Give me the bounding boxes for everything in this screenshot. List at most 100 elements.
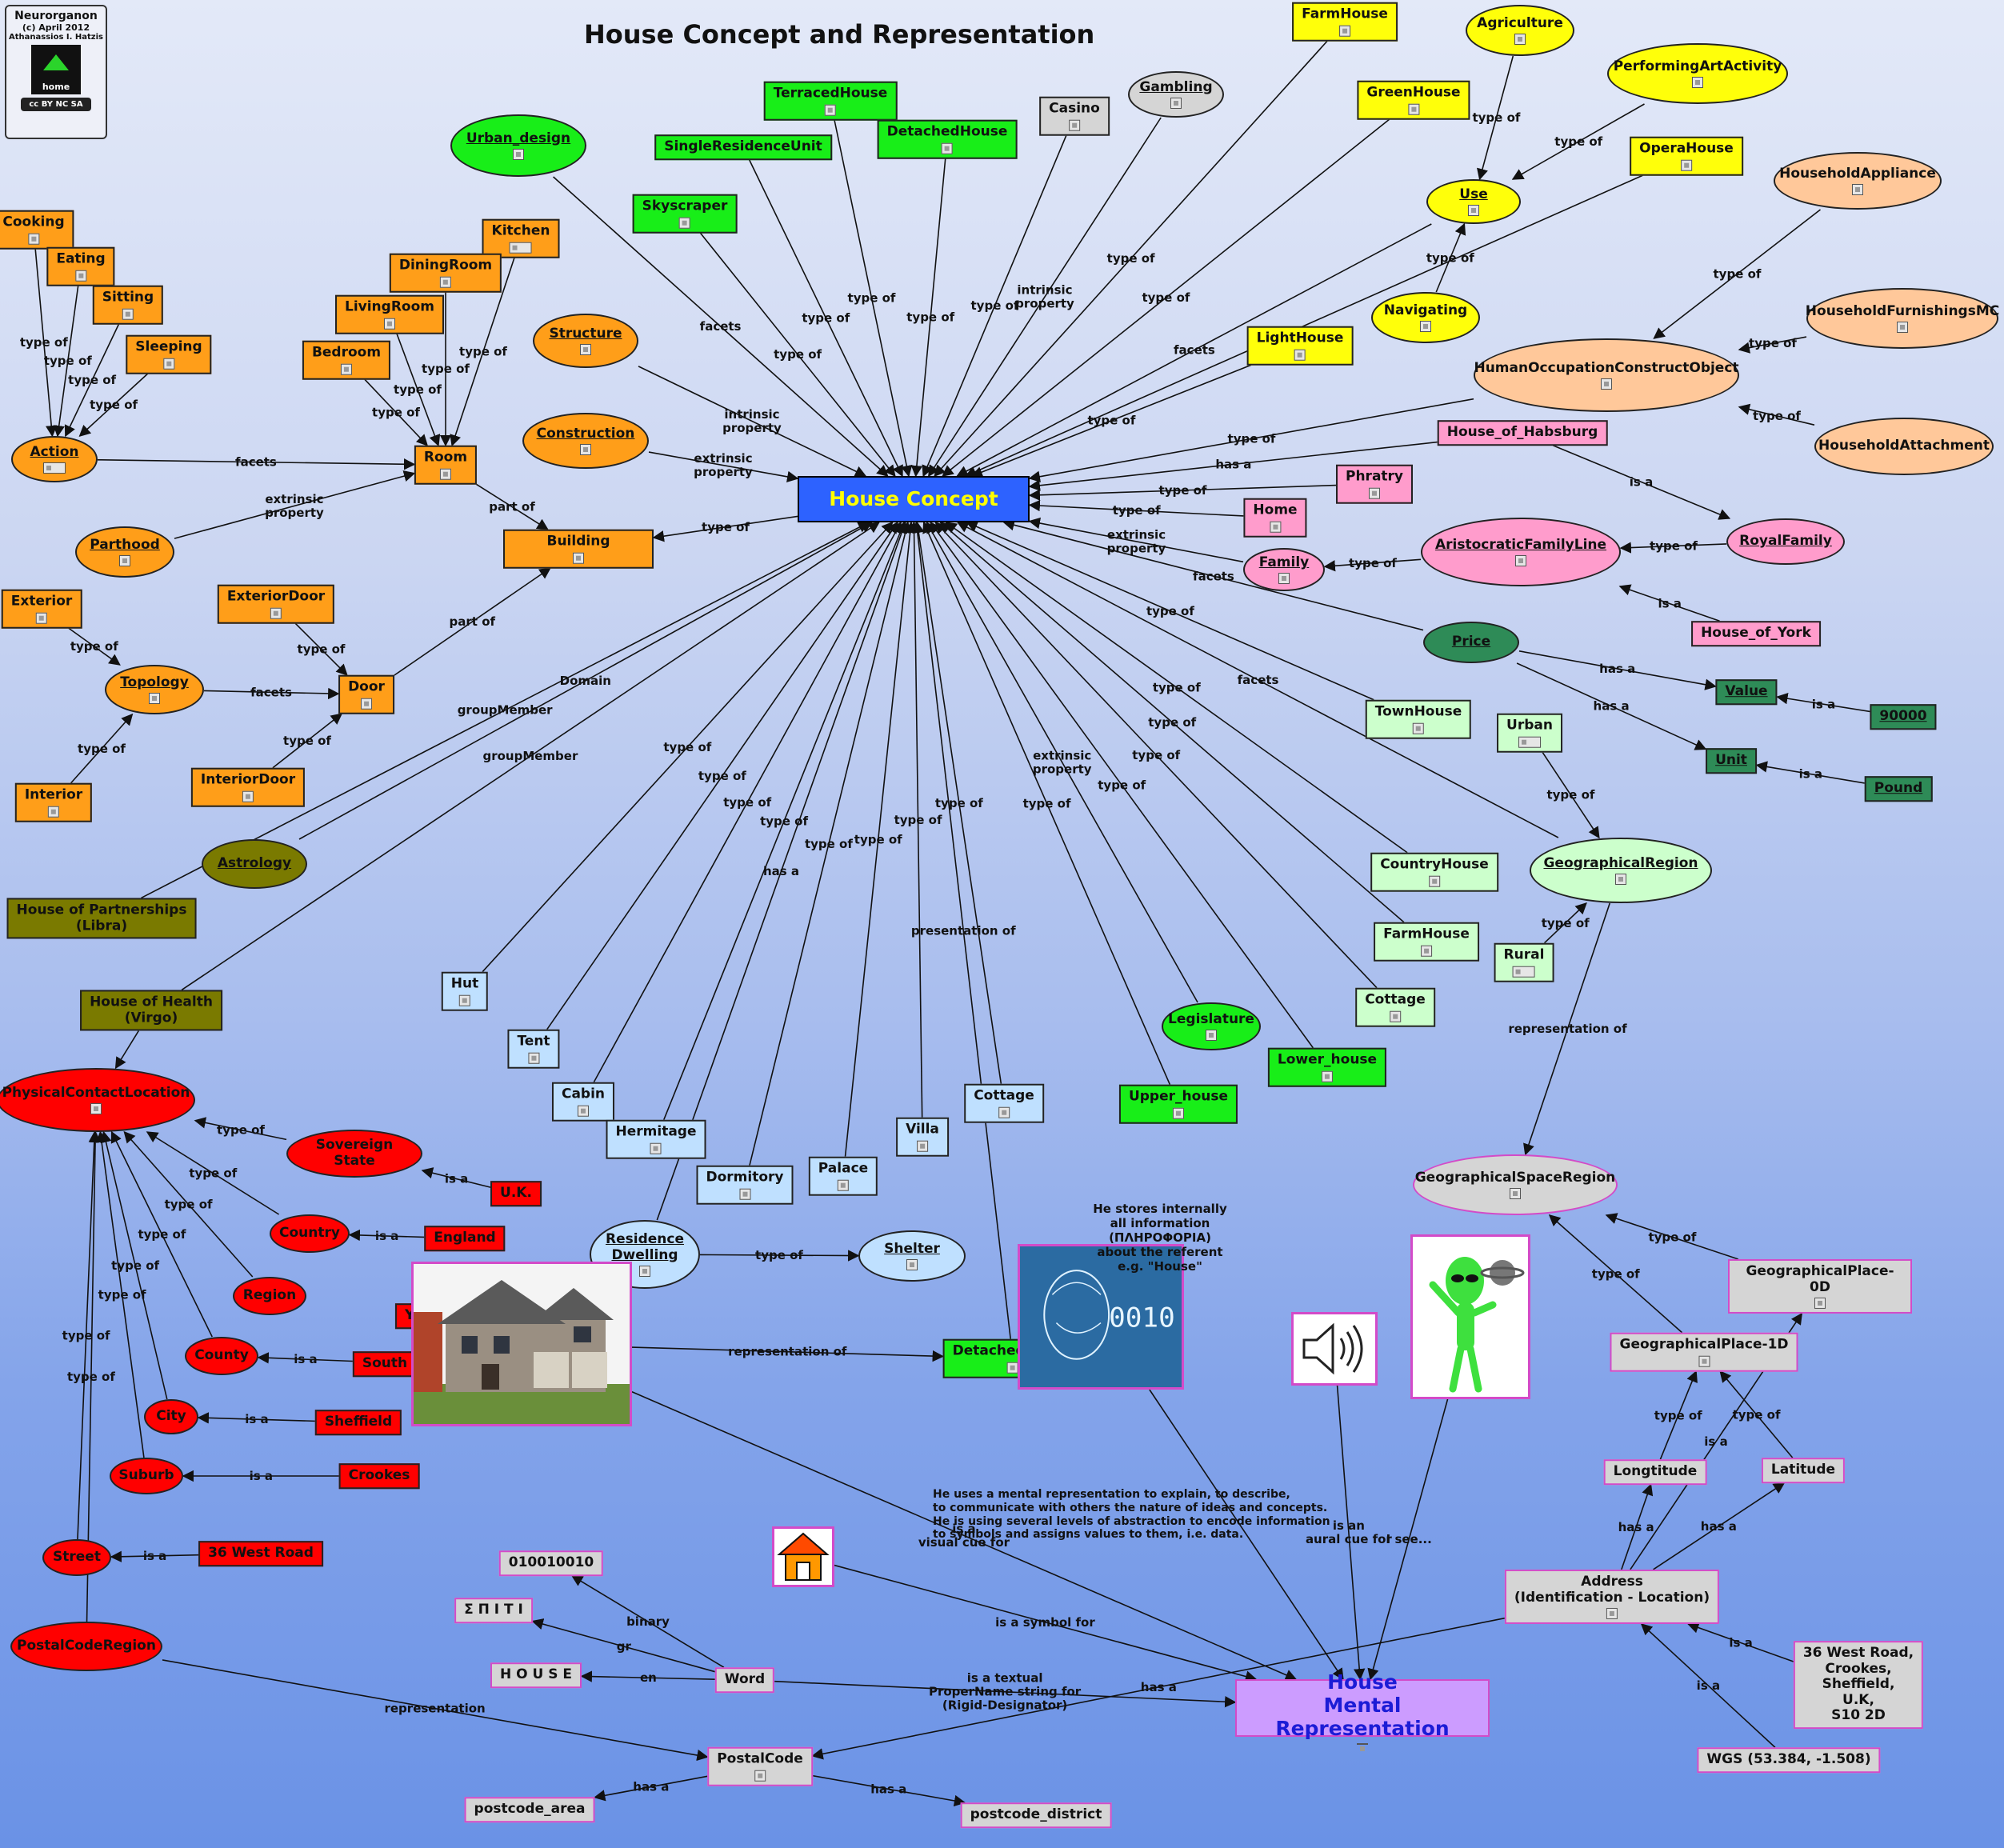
home-icon[interactable]: home [31, 45, 81, 94]
resource-icon[interactable] [1814, 1298, 1826, 1310]
resource-icon[interactable] [650, 1142, 662, 1154]
node-county[interactable]: County [185, 1337, 258, 1375]
node-farmhouse1[interactable]: FarmHouse [1292, 2, 1398, 42]
house-photo[interactable] [411, 1262, 632, 1426]
node-performing[interactable]: PerformingArtActivity [1607, 43, 1788, 104]
node-spiti[interactable]: Σ Π Ι Τ Ι [454, 1598, 533, 1623]
node-dormitory[interactable]: Dormitory [696, 1165, 794, 1205]
node-bedroom[interactable]: Bedroom [302, 340, 391, 380]
node-gambling[interactable]: Gambling [1128, 71, 1224, 118]
resource-icon[interactable] [1412, 722, 1424, 734]
node-v90000[interactable]: 90000 [1870, 704, 1937, 730]
resource-icon[interactable] [360, 698, 372, 710]
resource-icon[interactable] [122, 308, 134, 320]
resource-icon[interactable] [383, 318, 395, 330]
resource-icon[interactable] [1007, 1362, 1018, 1374]
node-parthood[interactable]: Parthood [75, 526, 174, 578]
node-palace[interactable]: Palace [808, 1156, 878, 1196]
node-lowerhouse[interactable]: Lower_house [1267, 1047, 1387, 1087]
node-suburb[interactable]: Suburb [110, 1458, 183, 1494]
node-rural[interactable]: Rural [1494, 942, 1554, 982]
resource-icon[interactable] [270, 607, 282, 619]
node-structure[interactable]: Structure [533, 314, 638, 368]
resource-icon[interactable] [1518, 736, 1541, 748]
resource-icon[interactable] [1321, 1070, 1333, 1082]
resource-icon[interactable] [1615, 874, 1626, 886]
node-address[interactable]: Address (Identification - Location) [1504, 1569, 1720, 1625]
resource-icon[interactable] [577, 1105, 589, 1117]
resource-icon[interactable] [824, 104, 836, 116]
resource-icon[interactable] [1368, 487, 1380, 499]
node-sheffield[interactable]: Sheffield [314, 1410, 402, 1435]
node-use[interactable]: Use [1426, 179, 1521, 224]
node-villa[interactable]: Villa [896, 1117, 949, 1157]
resource-icon[interactable] [459, 994, 470, 1006]
resource-icon[interactable] [1692, 77, 1703, 89]
node-georegion[interactable]: GeographicalRegion [1530, 838, 1712, 903]
resource-icon[interactable] [1294, 349, 1306, 361]
node-sovereign[interactable]: Sovereign State [286, 1130, 422, 1178]
resource-icon[interactable] [580, 344, 591, 356]
node-exteriordoor[interactable]: ExteriorDoor [217, 584, 335, 624]
node-action[interactable]: Action [11, 436, 98, 482]
resource-icon[interactable] [1510, 1188, 1521, 1200]
resource-icon[interactable] [1897, 322, 1908, 334]
resource-icon[interactable] [509, 242, 532, 254]
node-geo1d[interactable]: GeographicalPlace-1D [1610, 1332, 1798, 1372]
node-unit[interactable]: Unit [1706, 748, 1757, 774]
resource-icon[interactable] [119, 555, 130, 567]
brain-image[interactable]: 0010 [1018, 1244, 1184, 1390]
resource-icon[interactable] [573, 552, 584, 564]
node-detached1[interactable]: DetachedHouse [877, 119, 1018, 159]
resource-icon[interactable] [754, 1770, 766, 1782]
resource-icon[interactable] [1468, 205, 1479, 217]
resource-icon[interactable] [28, 233, 39, 245]
resource-icon[interactable] [1698, 1355, 1710, 1367]
node-pound[interactable]: Pound [1864, 776, 1933, 802]
resource-icon[interactable] [527, 1052, 539, 1064]
node-townhouse[interactable]: TownHouse [1365, 699, 1472, 739]
resource-icon[interactable] [1421, 945, 1432, 957]
node-agriculture[interactable]: Agriculture [1466, 5, 1574, 56]
node-kitchen[interactable]: Kitchen [482, 218, 560, 258]
node-interiordoor[interactable]: InteriorDoor [190, 767, 306, 807]
node-city[interactable]: City [144, 1399, 198, 1434]
node-singleres[interactable]: SingleResidenceUnit [654, 134, 832, 160]
resource-icon[interactable] [149, 693, 160, 705]
node-room[interactable]: Room [414, 445, 478, 485]
node-latitude[interactable]: Latitude [1761, 1458, 1846, 1483]
resource-icon[interactable] [1173, 1107, 1184, 1119]
node-b010[interactable]: 010010010 [498, 1550, 604, 1576]
node-partnerships[interactable]: House of Partnerships (Libra) [6, 898, 197, 939]
resource-icon[interactable] [513, 149, 524, 161]
node-price[interactable]: Price [1423, 622, 1519, 663]
resource-icon[interactable] [580, 444, 591, 456]
node-humanocc[interactable]: HumanOccupationConstructObject [1474, 338, 1739, 412]
node-hhappliance[interactable]: HouseholdAppliance [1774, 152, 1942, 210]
node-building[interactable]: Building [503, 529, 654, 569]
node-geospace[interactable]: GeographicalSpaceRegion [1413, 1154, 1618, 1215]
node-eating[interactable]: Eating [46, 246, 115, 286]
node-crookes[interactable]: Crookes [338, 1463, 420, 1489]
node-navigating[interactable]: Navigating [1371, 292, 1480, 343]
node-postalcode[interactable]: PostalCode [707, 1746, 813, 1786]
resource-icon[interactable] [906, 1259, 918, 1271]
resource-icon[interactable] [163, 358, 174, 370]
node-farmhouse2[interactable]: FarmHouse [1374, 922, 1479, 962]
resource-icon[interactable] [75, 270, 86, 282]
node-urban_design[interactable]: Urban_design [450, 114, 586, 177]
node-home[interactable]: Home [1243, 498, 1307, 538]
resource-icon[interactable] [1420, 321, 1431, 333]
node-england[interactable]: England [424, 1226, 506, 1251]
house-symbol-icon[interactable] [772, 1526, 834, 1587]
speaker-icon[interactable] [1291, 1312, 1378, 1386]
node-cabin[interactable]: Cabin [551, 1082, 615, 1122]
node-hhfurnish[interactable]: HouseholdFurnishingsMC [1806, 288, 1999, 349]
resource-icon[interactable] [1514, 34, 1526, 46]
resource-icon[interactable] [439, 468, 451, 480]
node-aristo[interactable]: AristocraticFamilyLine [1421, 518, 1621, 586]
resource-icon[interactable] [90, 1103, 102, 1115]
resource-icon[interactable] [739, 1188, 750, 1200]
resource-icon[interactable] [1601, 378, 1612, 390]
resource-icon[interactable] [1357, 1742, 1368, 1751]
